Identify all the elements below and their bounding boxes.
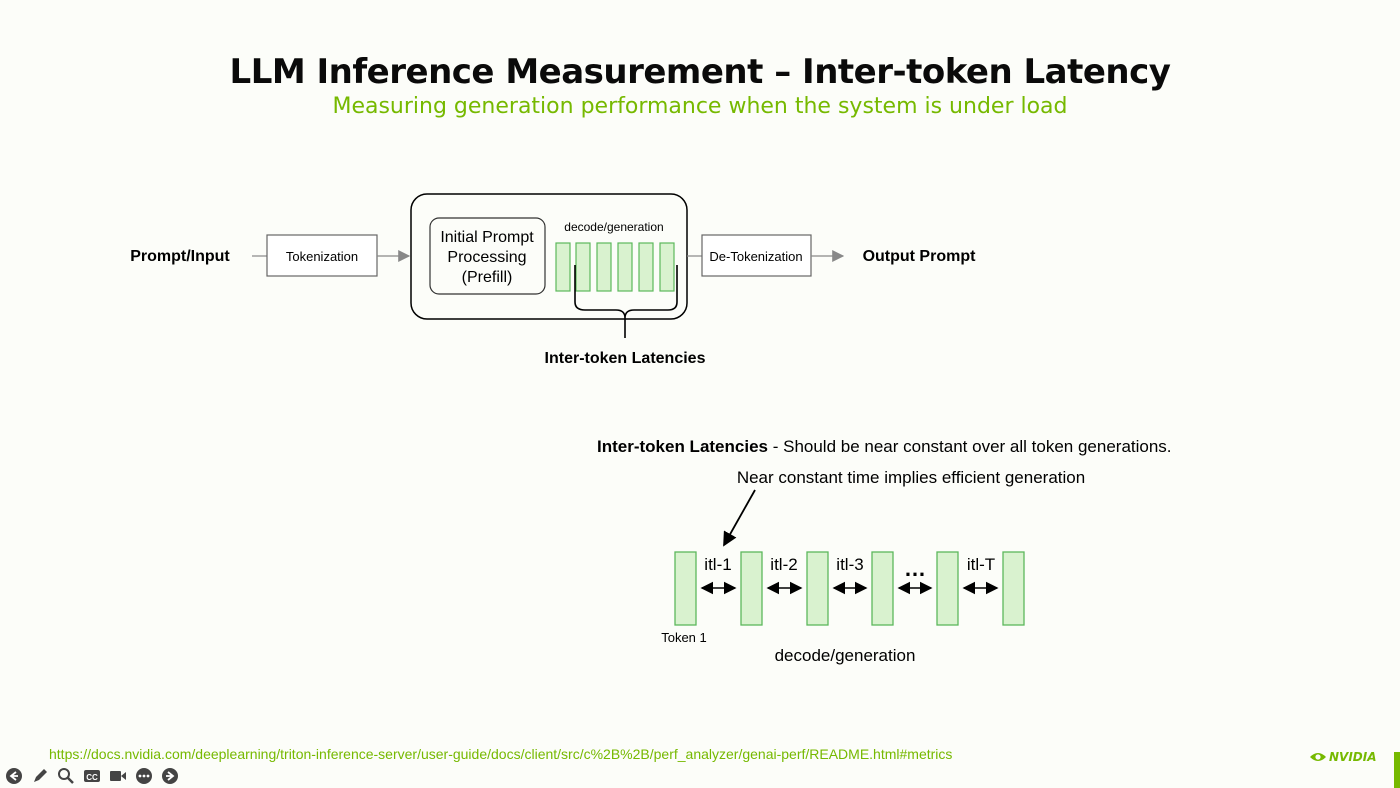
itl-label-1: itl-1: [704, 555, 731, 574]
decode-token: [617, 242, 633, 292]
annotation-arrow: [723, 489, 756, 547]
nvidia-logo-text: NVIDIA: [1329, 750, 1377, 764]
token-block: [806, 551, 829, 626]
itl-heading-bold: Inter-token Latencies: [597, 437, 768, 456]
prev-icon[interactable]: [4, 766, 24, 786]
itl-heading-rest: - Should be near constant over all token…: [768, 437, 1172, 456]
itl-label-2: itl-2: [770, 555, 797, 574]
tokenization-box: [266, 234, 378, 277]
decode-token: [575, 242, 591, 292]
inter-token-latencies-label: Inter-token Latencies: [545, 350, 706, 367]
decode-generation-label: decode/generation: [564, 220, 663, 234]
itl-ellipsis: …: [904, 556, 926, 581]
token-block: [674, 551, 697, 626]
token-block: [740, 551, 763, 626]
zoom-icon[interactable]: [56, 766, 76, 786]
nvidia-logo: NVIDIA: [1310, 750, 1377, 764]
token-block: [871, 551, 894, 626]
decode-token: [638, 242, 654, 292]
video-icon[interactable]: [108, 766, 128, 786]
svg-text:CC: CC: [86, 773, 98, 782]
slide-subtitle: Measuring generation performance when th…: [332, 94, 1068, 119]
decode-token-group: [555, 242, 675, 292]
prompt-input-label: Prompt/Input: [130, 248, 230, 265]
more-icon[interactable]: [134, 766, 154, 786]
next-icon[interactable]: [160, 766, 180, 786]
prefill-line3: (Prefill): [462, 269, 513, 286]
presentation-controls: CC: [4, 766, 180, 786]
latency-brace: [574, 265, 678, 338]
captions-icon[interactable]: CC: [82, 766, 102, 786]
prefill-box: [429, 217, 546, 295]
prefill-line1: Initial Prompt: [440, 229, 534, 246]
decode-token: [555, 242, 571, 292]
detokenization-label: De-Tokenization: [709, 249, 802, 264]
itl-label-t: itl-T: [967, 555, 995, 574]
token-sequence: [674, 551, 1025, 626]
accent-bar: [1394, 752, 1400, 788]
decode-token: [659, 242, 675, 292]
annotation-text: Near constant time implies efficient gen…: [737, 468, 1085, 487]
output-prompt-label: Output Prompt: [863, 248, 977, 265]
decode-generation-bottom-label: decode/generation: [775, 646, 916, 665]
decode-token: [596, 242, 612, 292]
itl-label-3: itl-3: [836, 555, 863, 574]
reference-link[interactable]: https://docs.nvidia.com/deeplearning/tri…: [49, 746, 953, 762]
nvidia-eye-icon: [1310, 753, 1326, 761]
token-1-label: Token 1: [661, 630, 707, 645]
token-block: [936, 551, 959, 626]
pen-icon[interactable]: [30, 766, 50, 786]
tokenization-label: Tokenization: [286, 249, 358, 264]
token-block: [1002, 551, 1025, 626]
itl-heading: Inter-token Latencies - Should be near c…: [597, 437, 1172, 456]
prefill-line2: Processing: [447, 249, 526, 266]
slide-title: LLM Inference Measurement – Inter-token …: [229, 52, 1171, 92]
